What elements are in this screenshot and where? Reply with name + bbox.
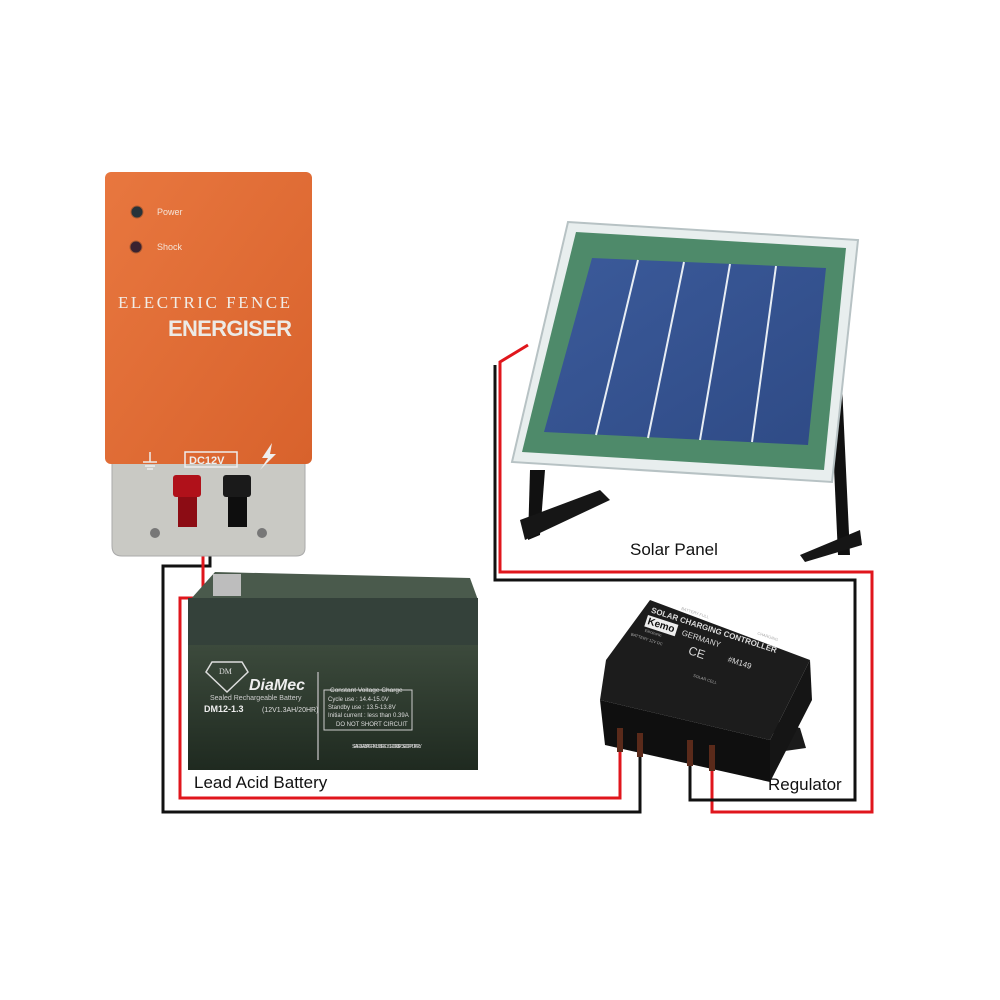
battery-brand: DiaMec	[249, 677, 305, 694]
solar-wires	[493, 343, 874, 814]
charge-box-title: Constant Voltage Charge	[330, 687, 403, 694]
charge-line: Cycle use : 14.4-15.0V	[328, 697, 389, 703]
regulator-pins	[617, 728, 715, 771]
battery-logo-text: DM	[219, 667, 232, 676]
kemo-logo	[644, 615, 679, 637]
regulator-brand-sub: Electronic	[644, 628, 662, 638]
energiser-title-line2: ENERGISER	[168, 316, 292, 341]
energiser-unit	[105, 172, 312, 557]
black-terminal	[223, 475, 251, 527]
negative-wire-solar	[493, 365, 857, 802]
regulator-unit	[600, 600, 812, 782]
solar-panel-caption: Solar Panel	[630, 540, 718, 559]
shock-led	[129, 240, 143, 254]
battery-model: DM12-1.3	[204, 704, 244, 714]
charge-line: Initial current : less than 0.39A	[328, 713, 409, 719]
negative-wire-battery	[161, 540, 642, 814]
battery-caption: Lead Acid Battery	[194, 773, 328, 792]
ce-mark: CE	[687, 643, 707, 661]
shock-label: Shock	[157, 242, 183, 252]
positive-wire-solar	[498, 343, 874, 814]
ground-icon	[143, 452, 157, 470]
regulator-caption: Regulator	[768, 775, 842, 794]
power-label: Power	[157, 207, 183, 217]
charge-line: DO NOT SHORT CIRCUIT	[336, 722, 408, 728]
solar-panel-unit	[510, 220, 862, 562]
red-terminal	[173, 475, 201, 527]
battery-rating: (12V1.3AH/20HR)	[262, 707, 318, 714]
charge-line: Standby use : 13.5-13.8V	[328, 705, 396, 711]
diamec-logo	[205, 661, 249, 694]
battery-subtitle: Sealed Rechargeable Battery	[210, 695, 302, 702]
voltage-badge: DC12V	[189, 455, 225, 467]
lightning-bolt-icon	[260, 443, 276, 470]
recycle-text: SEALED LEAD BATTERY MUST BE RECYCLED OR …	[352, 744, 423, 750]
solar-cells	[544, 258, 826, 445]
charging-label: CHARGING	[757, 631, 779, 642]
power-led	[130, 205, 144, 219]
cell-busbars	[595, 259, 777, 443]
battery-unit	[188, 572, 478, 770]
